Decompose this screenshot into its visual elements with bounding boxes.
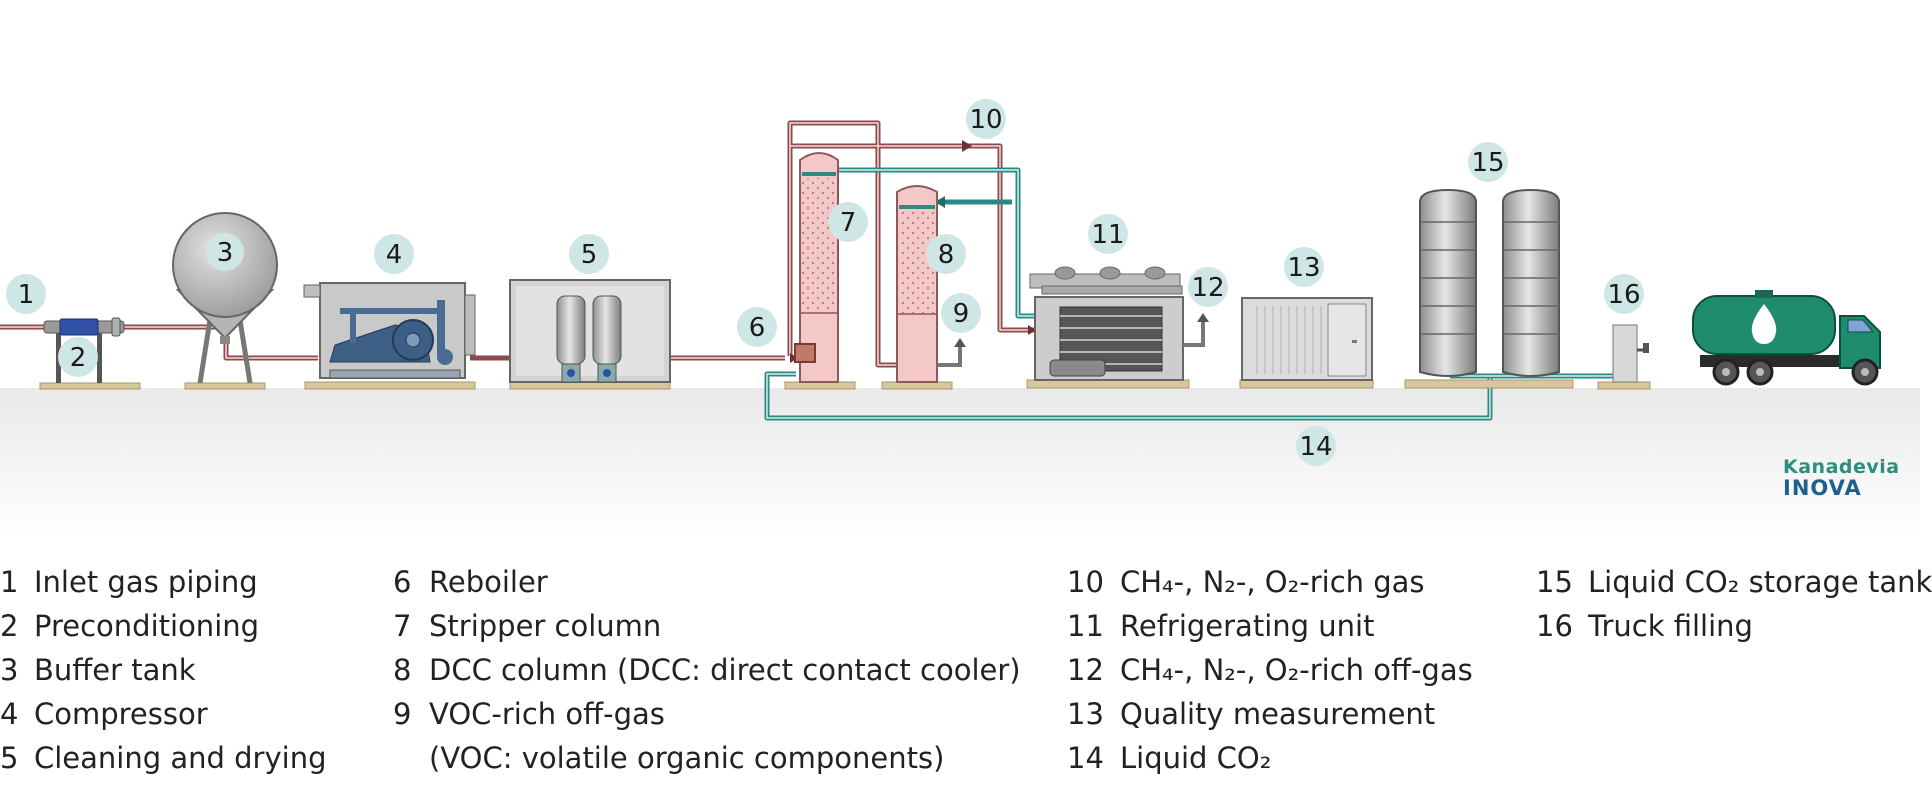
svg-text:8: 8 <box>938 240 955 270</box>
company-logo: Kanadevia INOVA <box>1783 457 1900 499</box>
marker-10: 10 <box>966 99 1006 139</box>
svg-text:6: 6 <box>749 313 766 343</box>
svg-text:10: 10 <box>969 105 1002 135</box>
svg-text:2: 2 <box>70 343 87 373</box>
marker-1: 1 <box>6 274 46 314</box>
svg-text:11: 11 <box>1091 220 1124 250</box>
svg-text:1: 1 <box>18 280 35 310</box>
marker-5: 5 <box>569 234 609 274</box>
logo-line-2: INOVA <box>1783 476 1862 500</box>
marker-13: 13 <box>1284 247 1324 287</box>
marker-3: 3 <box>206 233 244 271</box>
logo-line-1: Kanadevia <box>1783 456 1900 478</box>
quality-measurement-container <box>1239 297 1374 389</box>
marker-11: 11 <box>1088 214 1128 254</box>
dcc-column <box>881 185 966 390</box>
marker-7: 7 <box>828 202 868 242</box>
ground-area <box>0 388 1920 538</box>
marker-16: 16 <box>1604 274 1644 314</box>
refrigerating-unit <box>1026 266 1209 389</box>
marker-8: 8 <box>926 234 966 274</box>
stripper-column <box>784 152 856 390</box>
marker-15: 15 <box>1468 142 1508 182</box>
marker-2: 2 <box>58 337 98 377</box>
svg-text:16: 16 <box>1607 280 1640 310</box>
svg-text:14: 14 <box>1299 432 1332 462</box>
marker-9: 9 <box>941 293 981 333</box>
svg-text:5: 5 <box>581 240 598 270</box>
markers: 1 2 3 4 5 6 7 8 9 10 11 12 13 14 15 16 <box>6 99 1644 466</box>
truck-filling-station <box>1597 324 1651 390</box>
marker-12: 12 <box>1188 267 1228 307</box>
svg-text:13: 13 <box>1287 253 1320 283</box>
marker-4: 4 <box>374 234 414 274</box>
co2-truck <box>1692 290 1881 386</box>
svg-text:3: 3 <box>217 238 234 268</box>
droplet-icon <box>1751 304 1777 344</box>
svg-text:15: 15 <box>1471 148 1504 178</box>
svg-text:7: 7 <box>840 208 857 238</box>
svg-text:9: 9 <box>953 299 970 329</box>
svg-text:12: 12 <box>1191 273 1224 303</box>
liquid-co2-storage-tanks <box>1404 188 1574 389</box>
legend-item: (VOC: volatile organic components) <box>429 741 945 775</box>
cleaning-drying-unit <box>509 279 671 390</box>
marker-14: 14 <box>1296 426 1336 466</box>
reboiler <box>794 343 816 363</box>
compressor <box>303 282 476 390</box>
svg-text:4: 4 <box>386 240 403 270</box>
marker-6: 6 <box>737 307 777 347</box>
